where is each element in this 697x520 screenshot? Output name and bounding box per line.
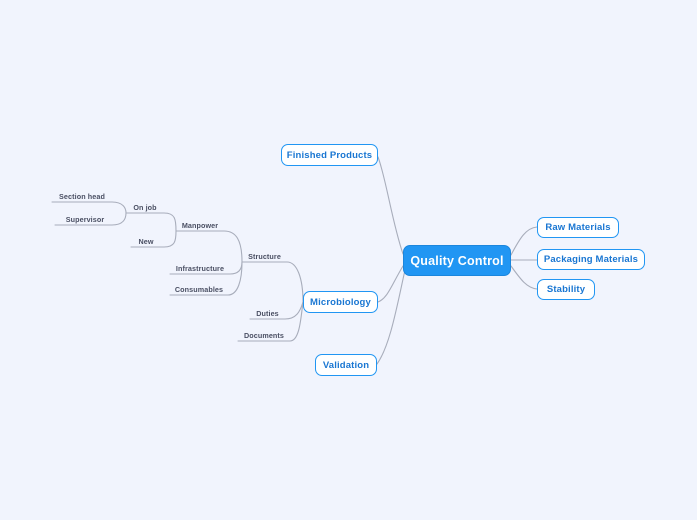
node-structure[interactable]: Structure bbox=[248, 252, 281, 261]
node-stability[interactable]: Stability bbox=[537, 279, 595, 300]
link-junction-duties bbox=[284, 301, 304, 320]
node-supervisor[interactable]: Supervisor bbox=[65, 215, 105, 224]
node-packaging-materials[interactable]: Packaging Materials bbox=[537, 249, 645, 270]
node-documents[interactable]: Documents bbox=[243, 331, 285, 340]
node-quality-control[interactable]: Quality Control bbox=[403, 245, 511, 276]
link-junction-on-job bbox=[163, 212, 177, 232]
node-raw-materials[interactable]: Raw Materials bbox=[537, 217, 619, 238]
link-junction-consumables bbox=[227, 261, 243, 296]
link-junction-infrastructure bbox=[229, 261, 243, 275]
node-on-job[interactable]: On job bbox=[133, 203, 157, 212]
link-root-validation bbox=[376, 269, 406, 365]
link-junction-documents bbox=[289, 301, 304, 342]
link-root-finished-products bbox=[377, 156, 404, 255]
node-section-head[interactable]: Section head bbox=[59, 192, 105, 201]
link-root-stability bbox=[510, 265, 538, 290]
node-duties[interactable]: Duties bbox=[256, 309, 279, 318]
node-infrastructure[interactable]: Infrastructure bbox=[175, 264, 225, 273]
node-microbiology[interactable]: Microbiology bbox=[303, 291, 378, 313]
link-junction-manpower bbox=[223, 230, 243, 263]
node-validation[interactable]: Validation bbox=[315, 354, 377, 376]
node-consumables[interactable]: Consumables bbox=[174, 285, 224, 294]
node-new[interactable]: New bbox=[138, 237, 154, 246]
link-root-raw-materials bbox=[510, 226, 538, 256]
link-root-microbiology bbox=[377, 265, 404, 303]
node-manpower[interactable]: Manpower bbox=[181, 221, 219, 230]
node-finished-products[interactable]: Finished Products bbox=[281, 144, 378, 166]
link-junction-new bbox=[163, 230, 177, 248]
link-junction-structure bbox=[286, 261, 304, 303]
